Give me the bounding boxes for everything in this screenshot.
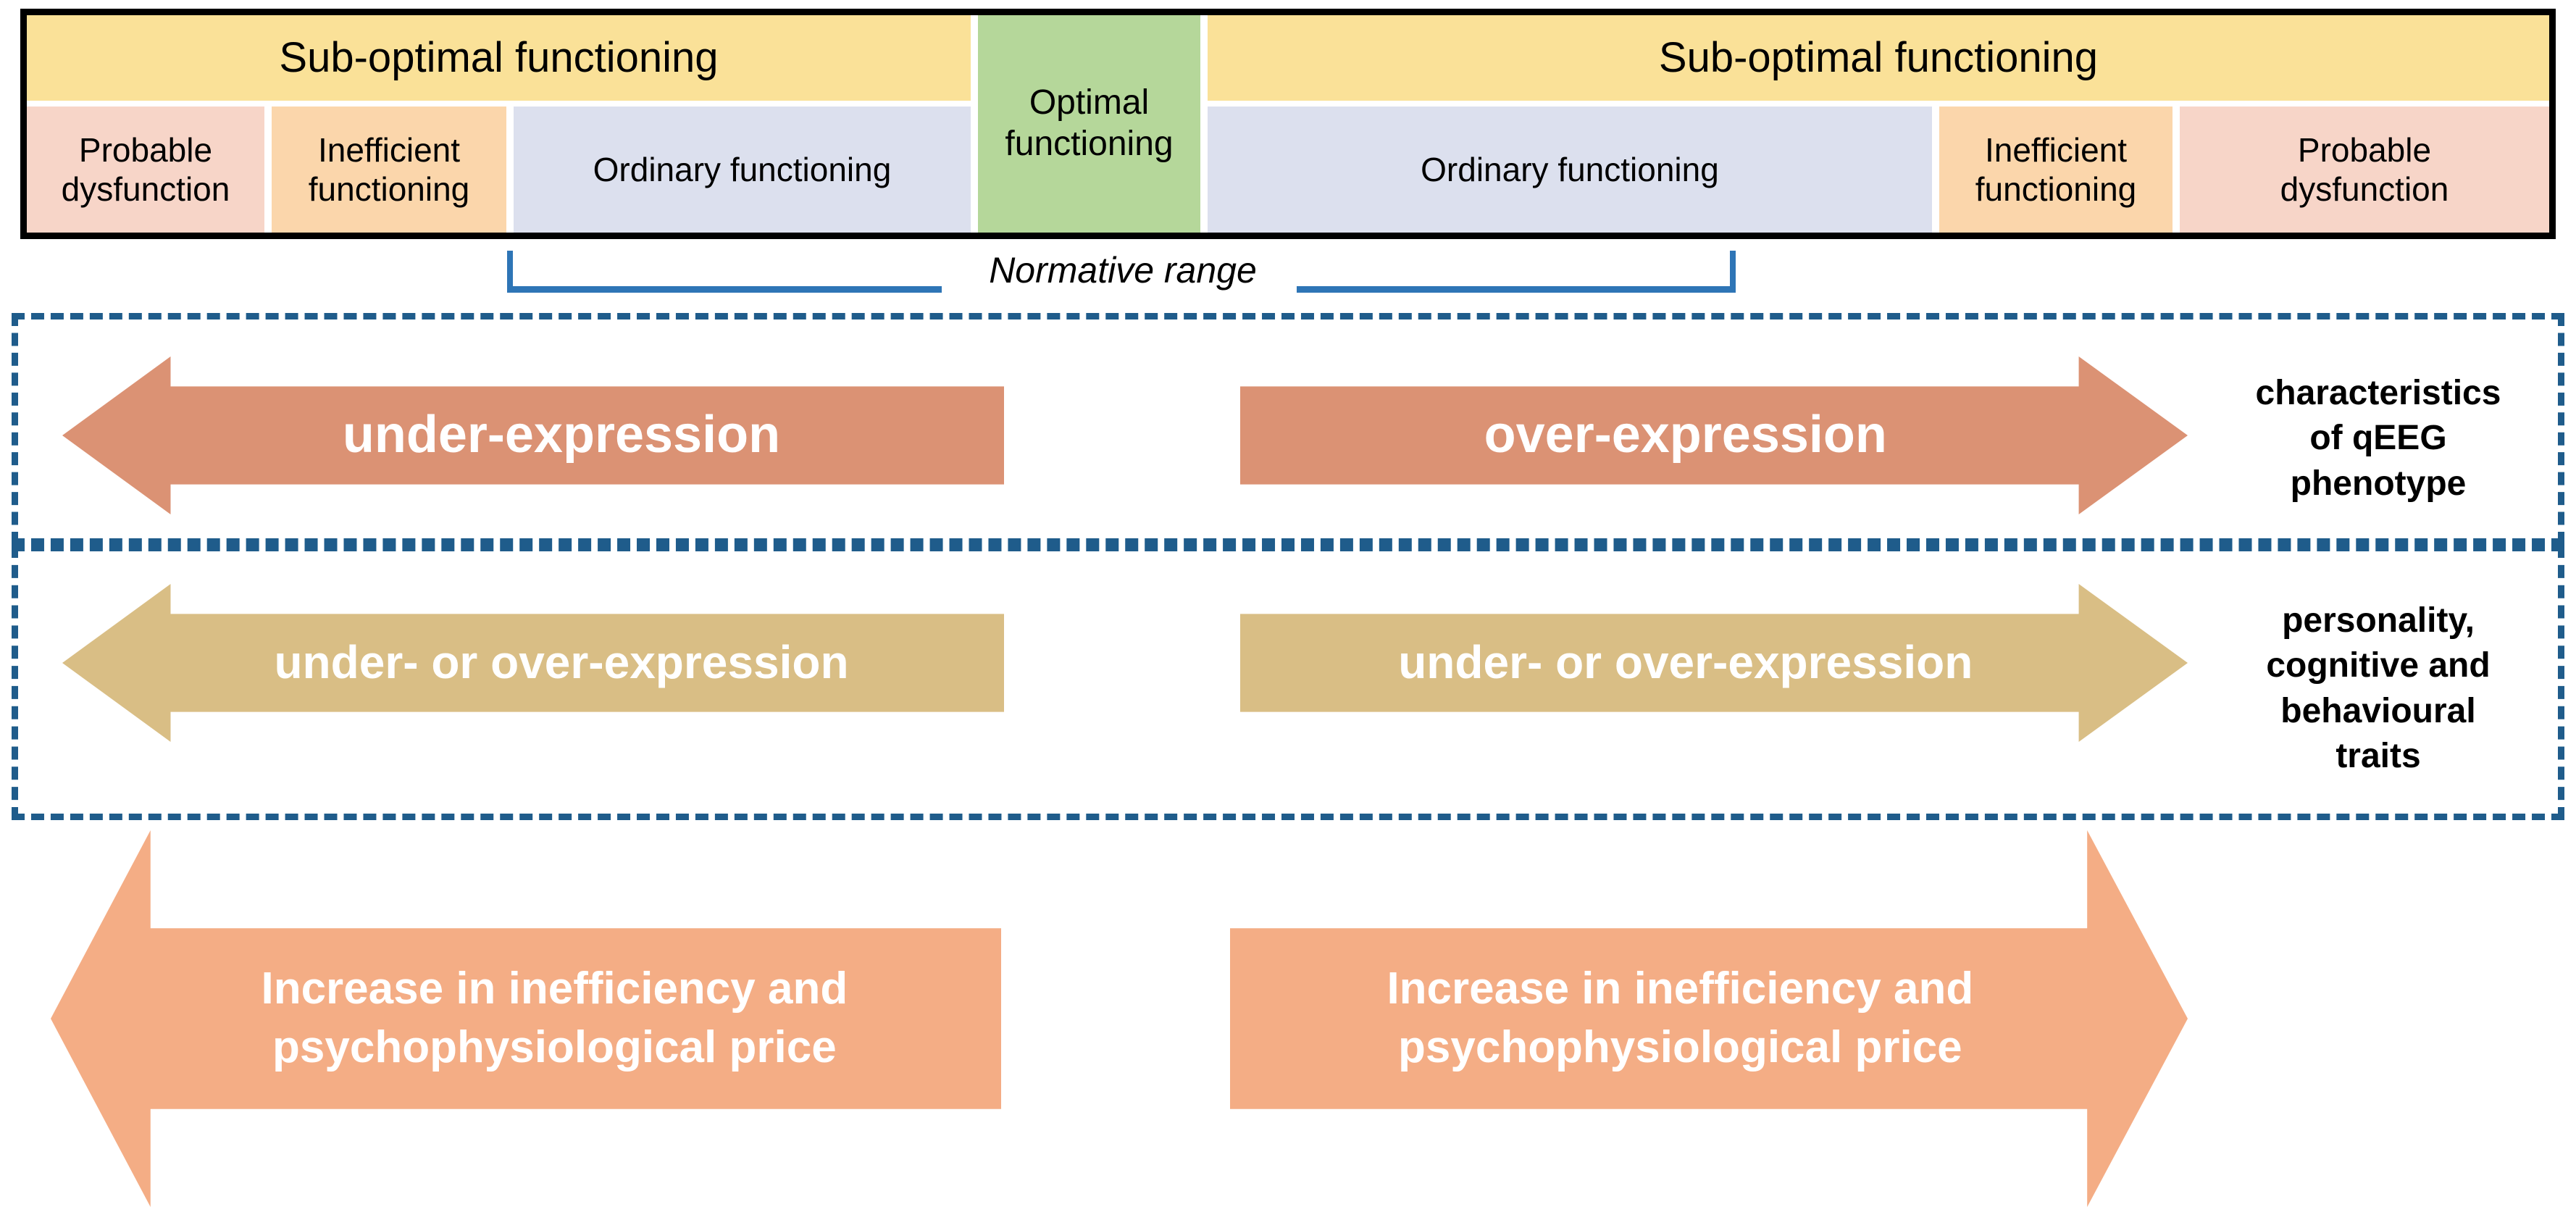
arrow-label: Increase in inefficiency and psychophysi… [1329,960,2088,1077]
arrow-label-line-2: psychophysiological price [1398,1022,1962,1072]
segment-label-line2: functioning [1005,125,1174,163]
segment-probable-dysfunction-left: Probable dysfunction [27,106,264,233]
segment-label-line1: Inefficient [317,130,461,169]
segment-sub-optimal-left: Sub-optimal functioning [27,15,971,101]
normative-range-bracket [0,243,2576,322]
segment-probable-dysfunction-right: Probable dysfunction [2180,106,2549,233]
segment-label-line2: dysfunction [61,170,230,208]
caption-qeeg-phenotype: characteristics of qEEG phenotype [2222,371,2534,506]
segment-label-line2: dysfunction [2280,170,2449,208]
arrow-label: under- or over-expression [1398,636,1973,689]
caption-line-3: phenotype [2290,464,2467,503]
segment-label-line1: Inefficient [1984,130,2128,169]
bracket-right-rule [1297,286,1736,293]
segment-optimal-functioning: Optimal functioning [978,15,1200,233]
caption-line-1: personality, [2282,601,2475,640]
segment-ordinary-functioning-left: Ordinary functioning [514,106,971,233]
segment-inefficient-functioning-left: Inefficient functioning [272,106,506,233]
segment-inefficient-functioning-right: Inefficient functioning [1939,106,2173,233]
functioning-spectrum-bar: Sub-optimal functioning Sub-optimal func… [20,9,2556,239]
segment-label: Sub-optimal functioning [1658,33,2099,81]
caption-line-4: traits [2335,737,2421,776]
qeeg-phenotype-group [12,313,2564,545]
segment-label: Ordinary functioning [593,150,892,188]
arrow-increase-inefficiency-left: Increase in inefficiency and psychophysi… [51,830,1001,1207]
arrow-label-line-1: Increase in inefficiency and [261,964,848,1014]
bracket-left-rule [507,286,942,293]
segment-label: Sub-optimal functioning [279,33,719,81]
caption-line-1: characteristics [2255,374,2501,412]
segment-label-line1: Probable [2297,130,2432,169]
caption-line-3: behavioural [2280,691,2476,730]
segment-label-line2: functioning [1975,170,2137,208]
arrow-label-line-1: Increase in inefficiency and [1387,964,1974,1014]
traits-group [12,545,2564,820]
caption-line-2: cognitive and [2266,646,2491,685]
segment-label-line1: Probable [78,130,213,169]
segment-label: Ordinary functioning [1421,150,1719,188]
caption-line-2: of qEEG [2309,419,2447,458]
arrow-label: Increase in inefficiency and psychophysi… [147,960,905,1077]
arrow-label: under-expression [342,406,781,464]
segment-label-line2: functioning [308,170,470,208]
segment-sub-optimal-right: Sub-optimal functioning [1208,15,2549,101]
caption-traits: personality, cognitive and behavioural t… [2222,598,2534,780]
segment-ordinary-functioning-right: Ordinary functioning [1208,106,1932,233]
normative-range-label: Normative range [989,250,1257,291]
bracket-right-tick [1730,251,1736,293]
arrow-label: over-expression [1484,406,1887,464]
arrow-label: under- or over-expression [274,636,849,689]
bracket-left-tick [507,251,513,293]
arrow-increase-inefficiency-right: Increase in inefficiency and psychophysi… [1230,830,2188,1207]
arrow-label-line-2: psychophysiological price [272,1022,837,1072]
segment-label-line1: Optimal [1029,83,1150,122]
